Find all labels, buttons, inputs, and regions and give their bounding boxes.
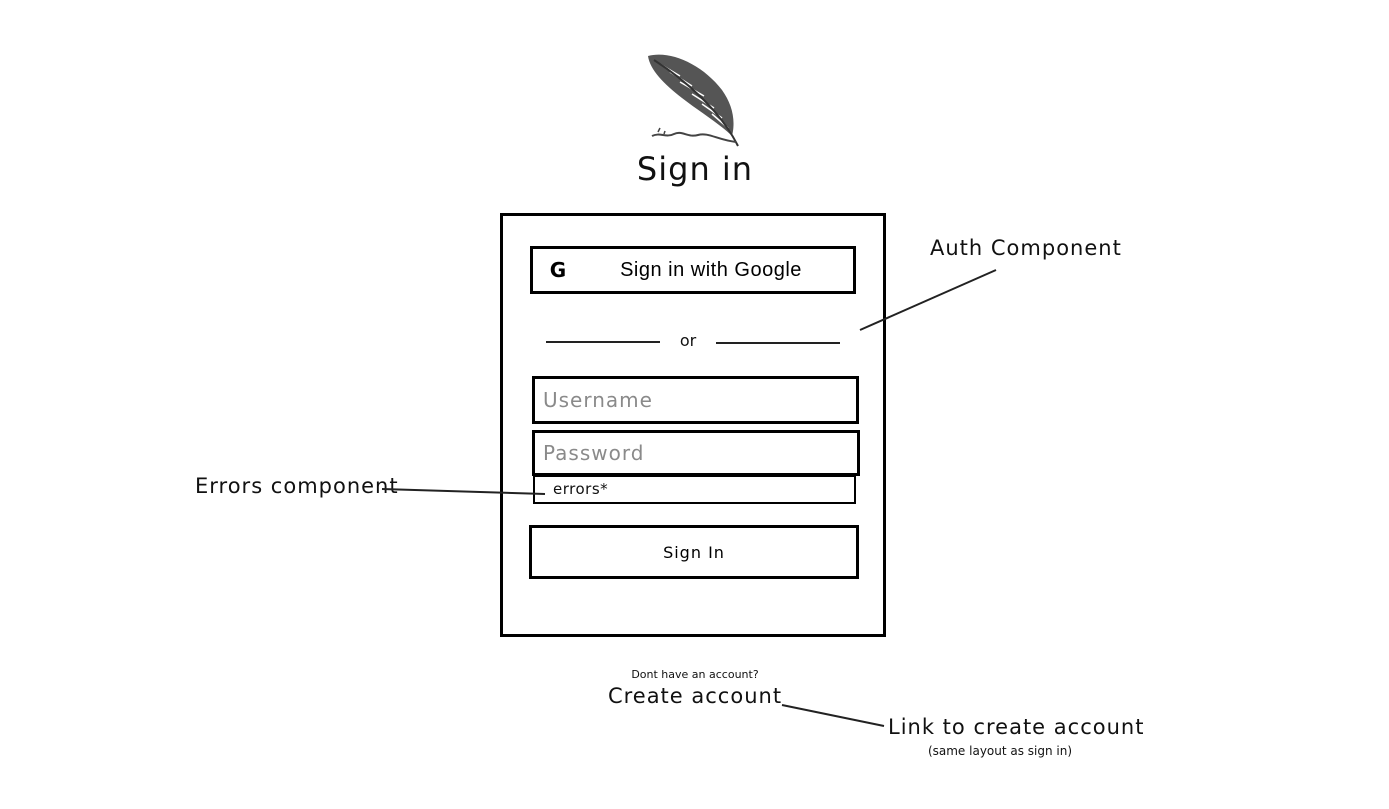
google-signin-button[interactable]: G Sign in with Google [530, 246, 856, 294]
auth-card [500, 213, 886, 637]
create-account-link[interactable]: Create account [607, 684, 783, 708]
username-input[interactable] [532, 376, 859, 424]
divider-line-left [546, 341, 660, 343]
annotation-errors-component: Errors component [195, 474, 399, 498]
create-link-connector-line [781, 704, 885, 727]
annotation-auth-component: Auth Component [930, 236, 1122, 260]
no-account-text: Dont have an account? [631, 668, 759, 681]
errors-box: errors* [533, 475, 856, 504]
feather-quill-icon [648, 54, 739, 147]
page-title: Sign in [636, 150, 754, 188]
errors-text: errors* [553, 480, 609, 498]
password-input[interactable] [532, 430, 860, 476]
google-icon: G [549, 258, 567, 282]
divider-line-right [716, 342, 840, 344]
google-signin-label: Sign in with Google [620, 258, 802, 281]
signin-button[interactable]: Sign In [529, 525, 859, 579]
divider-text: or [679, 331, 697, 350]
annotation-link-note: (same layout as sign in) [927, 744, 1073, 758]
annotation-create-account-link: Link to create account [888, 715, 1145, 739]
